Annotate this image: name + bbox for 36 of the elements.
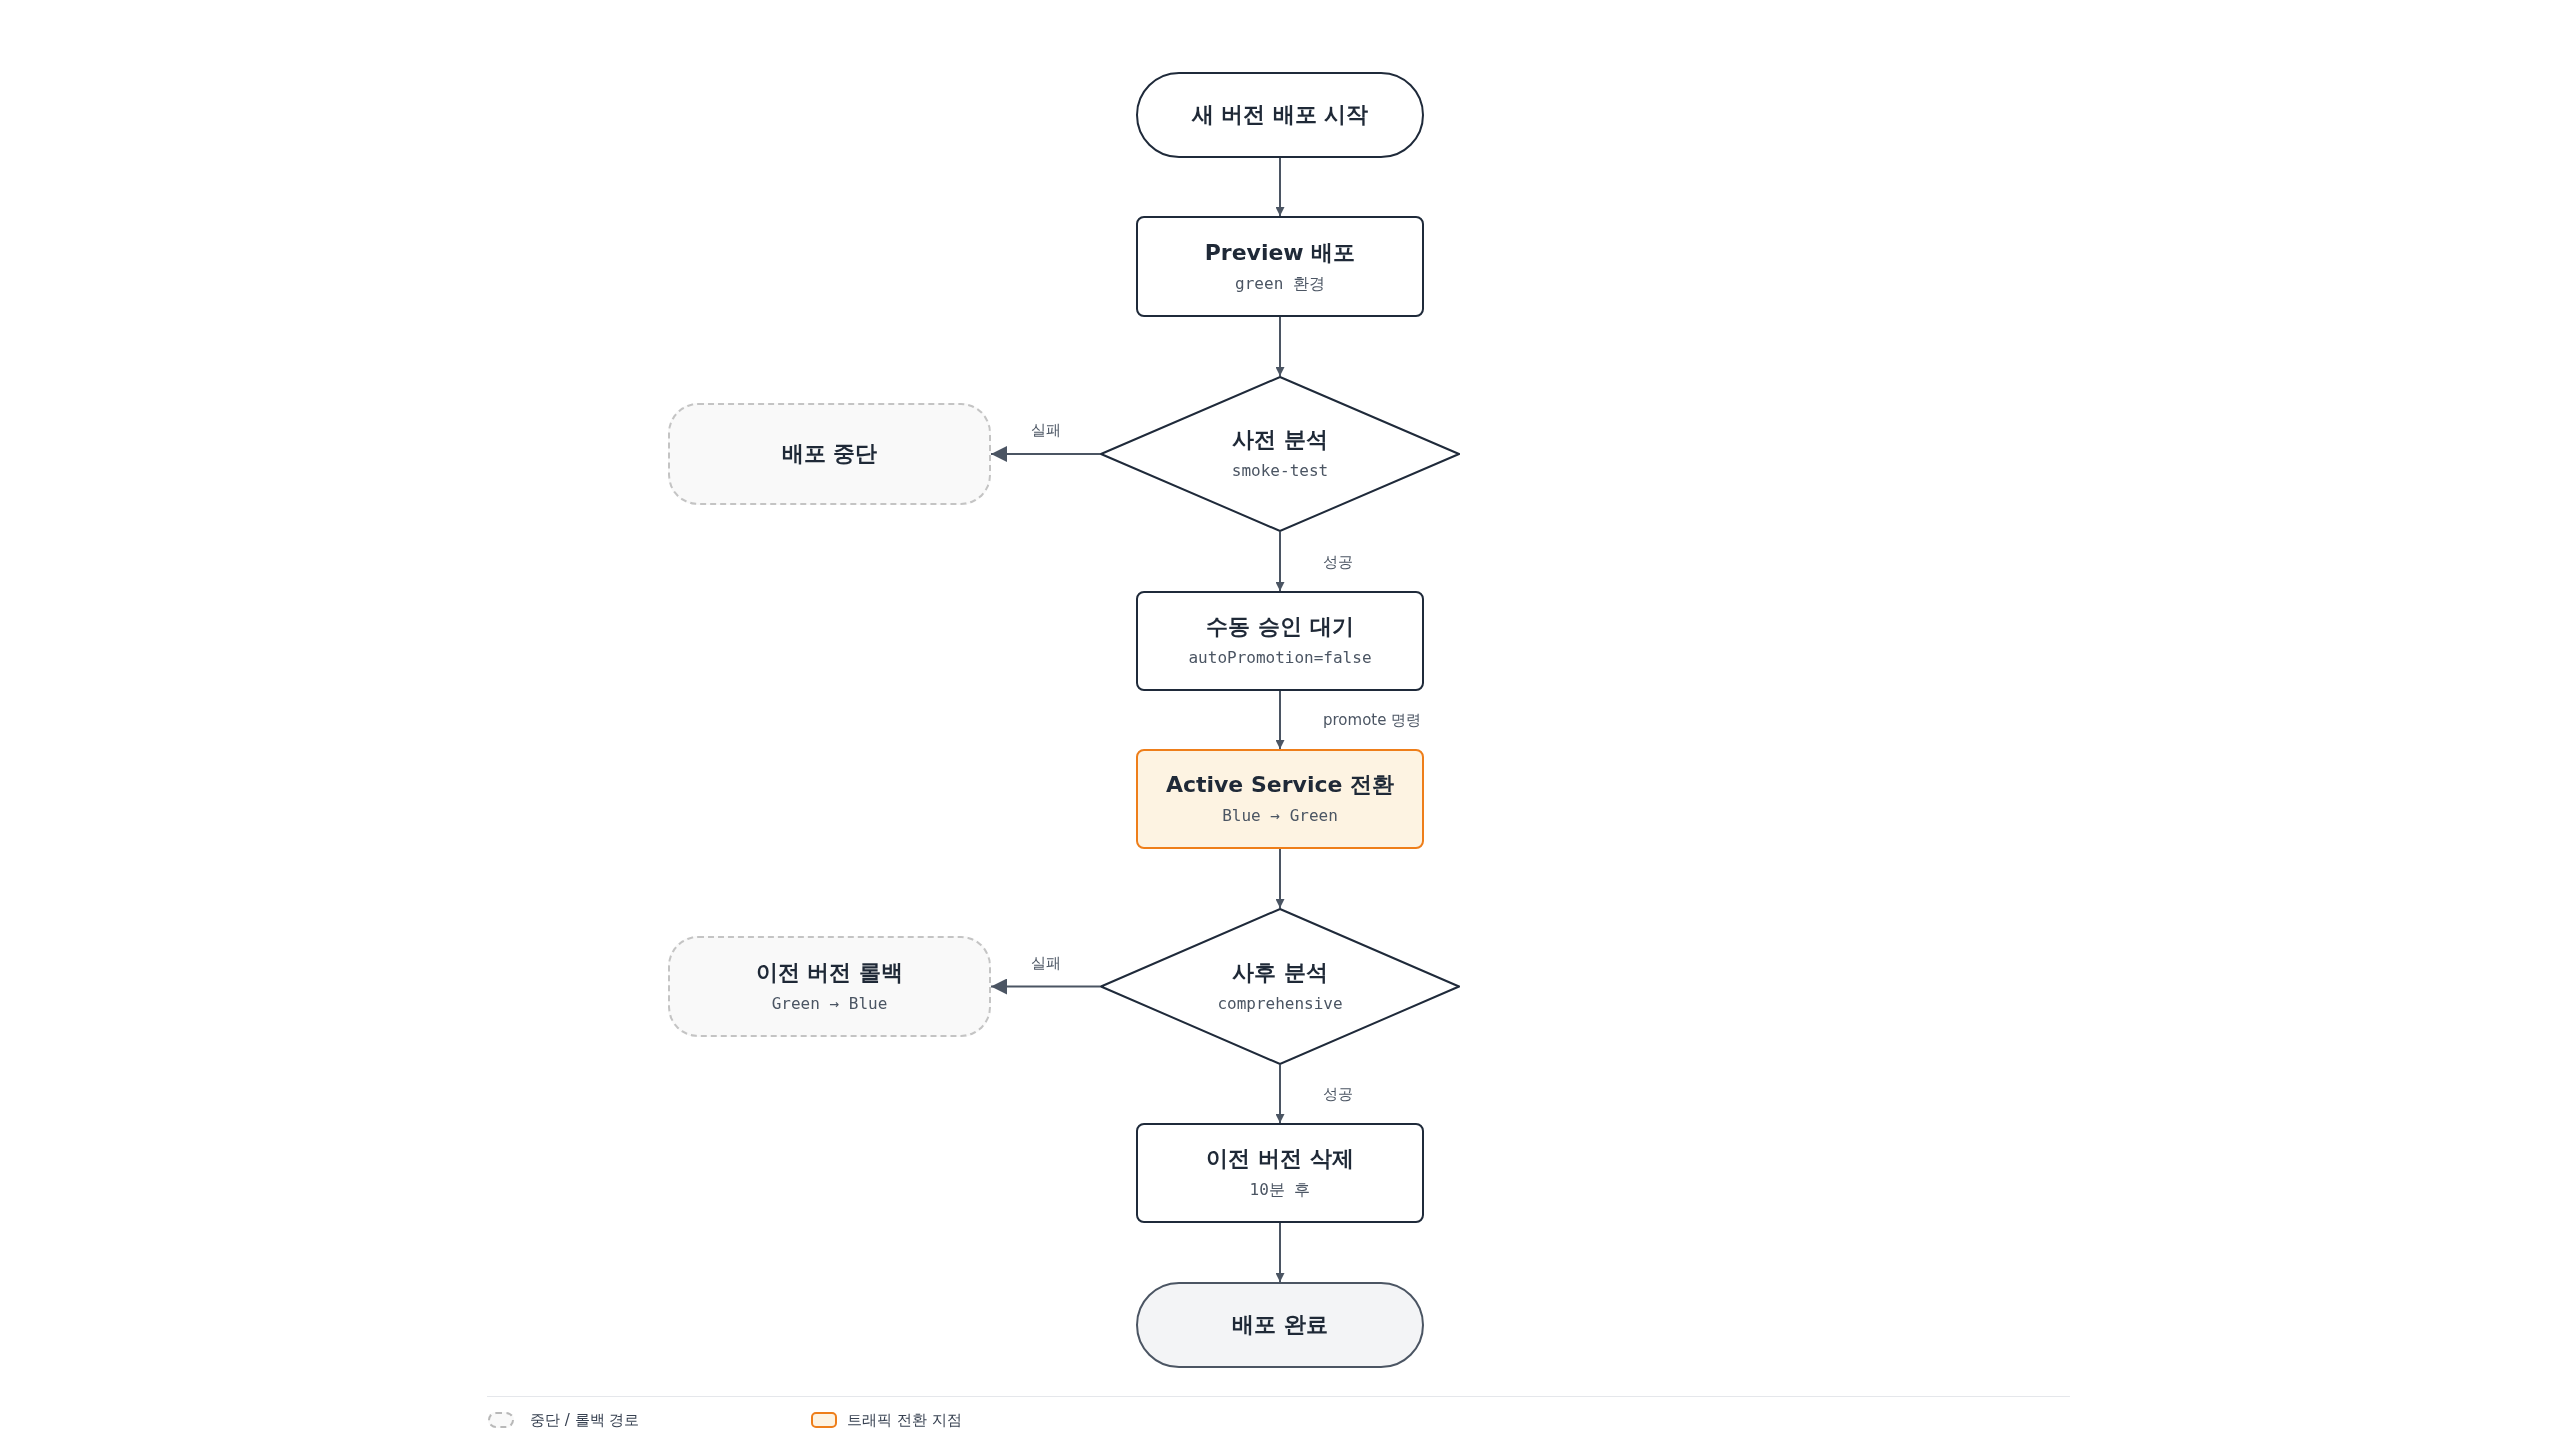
arrow xyxy=(1275,157,1285,217)
dashed-box xyxy=(668,936,991,1037)
node-title: 이전 버전 롤백 xyxy=(755,958,904,987)
node-subtitle: 10분 후 xyxy=(1249,1179,1311,1201)
arrow xyxy=(1275,531,1285,592)
node-subtitle: comprehensive xyxy=(1217,992,1343,1015)
decision-diamond xyxy=(1100,376,1460,532)
node-title: 사후 분석 xyxy=(1232,958,1328,987)
node-title: 이전 버전 삭제 xyxy=(1206,1145,1354,1173)
dashed-box xyxy=(668,403,991,505)
process-box xyxy=(1136,216,1424,317)
arrow xyxy=(1275,690,1285,750)
arrow xyxy=(1275,316,1285,377)
arrow xyxy=(990,978,1101,995)
arrow xyxy=(1275,1064,1285,1124)
decision-diamond xyxy=(1100,908,1460,1065)
node-title: 배포 완료 xyxy=(1232,1311,1328,1339)
node-title: 수동 승인 대기 xyxy=(1206,613,1354,641)
arrow xyxy=(1275,1222,1285,1283)
node-subtitle: smoke-test xyxy=(1231,460,1329,482)
legend-label: 트래픽 전환 지점 xyxy=(847,1410,962,1430)
arrow xyxy=(1275,848,1285,909)
arrow xyxy=(990,446,1101,462)
node-title: Active Service 전환 xyxy=(1165,771,1395,799)
node-subtitle: autoPromotion=false xyxy=(1188,647,1372,669)
node-subtitle: Green → Blue xyxy=(771,992,888,1015)
highlighted-box xyxy=(1136,749,1424,849)
node-subtitle: Blue → Green xyxy=(1222,805,1338,827)
legend-label: 중단 / 롤백 경로 xyxy=(530,1410,640,1430)
node-title: 사전 분석 xyxy=(1232,426,1328,454)
node-subtitle: green 환경 xyxy=(1235,272,1325,295)
process-box xyxy=(1136,591,1424,691)
node-title: 배포 중단 xyxy=(781,440,878,468)
process-box xyxy=(1136,1123,1424,1223)
node-title: 새 버전 배포 시작 xyxy=(1191,101,1369,129)
node-title: Preview 배포 xyxy=(1204,238,1356,267)
